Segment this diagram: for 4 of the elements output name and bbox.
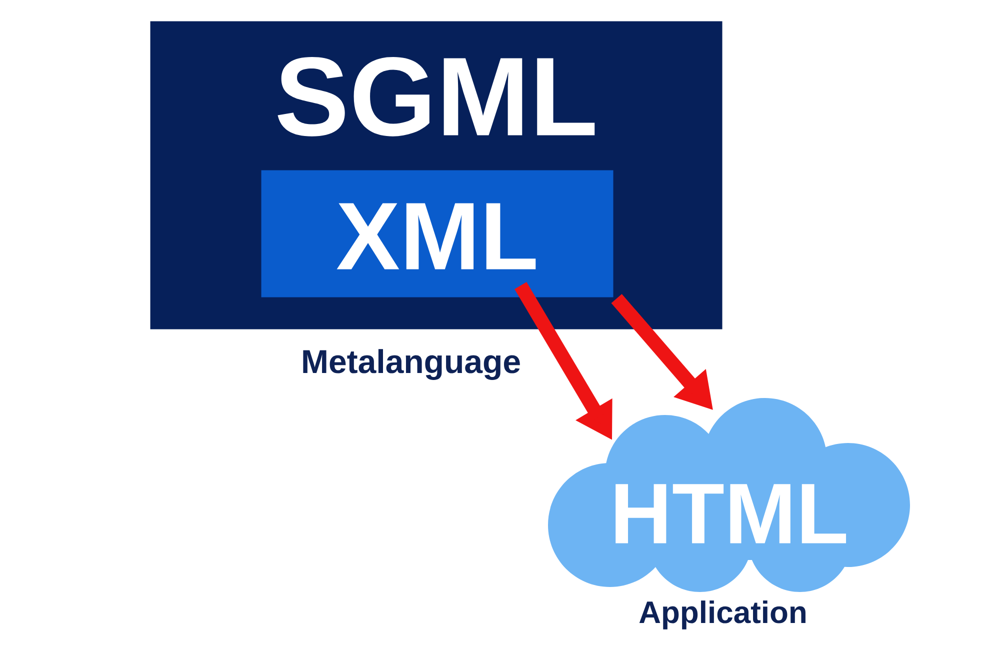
inner-box: XML xyxy=(261,170,614,298)
node-label: Application xyxy=(639,600,806,630)
cloud: HTML xyxy=(548,398,910,592)
node-label: Metalanguage xyxy=(303,349,520,380)
